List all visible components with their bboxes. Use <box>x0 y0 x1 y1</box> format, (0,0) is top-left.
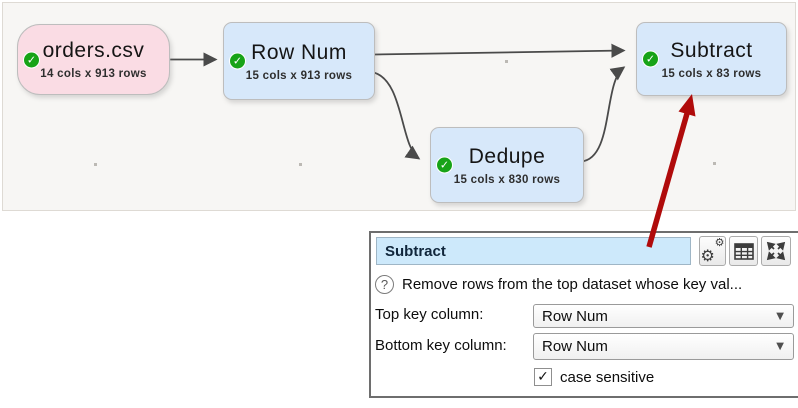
show-table-button[interactable] <box>729 236 758 266</box>
flow-edges <box>170 43 626 163</box>
transform-description: Remove rows from the top dataset whose k… <box>402 276 743 293</box>
case-sensitive-checkbox[interactable]: ✓ <box>534 368 552 386</box>
chevron-down-icon: ▼ <box>776 310 784 322</box>
case-sensitive-row: ✓ case sensitive <box>534 368 654 386</box>
selected-value: Row Num <box>542 307 608 325</box>
case-sensitive-label: case sensitive <box>560 368 655 386</box>
grid-dot <box>713 162 716 165</box>
top-key-column-label: Top key column: <box>375 306 484 323</box>
flow-canvas[interactable]: ✓ orders.csv 14 cols x 913 rows ✓ Row Nu… <box>2 2 796 211</box>
status-ok-icon: ✓ <box>23 51 40 68</box>
description-row: ? Remove rows from the top dataset whose… <box>375 275 742 294</box>
node-stats: 15 cols x 913 rows <box>245 69 353 82</box>
transform-name-input[interactable]: Subtract <box>376 237 691 265</box>
table-icon <box>733 242 754 260</box>
chevron-down-icon: ▼ <box>776 341 784 352</box>
node-subtract[interactable]: ✓ Subtract 15 cols x 83 rows <box>636 22 787 96</box>
settings-button[interactable]: ⚙ ⚙ <box>699 236 726 266</box>
status-ok-icon: ✓ <box>436 156 453 174</box>
node-title: Dedupe <box>468 144 546 168</box>
maximize-button[interactable] <box>761 236 791 266</box>
selected-value: Row Num <box>542 338 608 355</box>
node-dedupe[interactable]: ✓ Dedupe 15 cols x 830 rows <box>430 127 584 203</box>
node-orders-csv[interactable]: ✓ orders.csv 14 cols x 913 rows <box>17 24 170 95</box>
node-stats: 15 cols x 830 rows <box>453 173 561 186</box>
bottom-key-column-label: Bottom key column: <box>375 337 507 354</box>
help-icon[interactable]: ? <box>375 275 394 294</box>
node-stats: 14 cols x 913 rows <box>40 68 147 80</box>
transform-properties-panel: Subtract ⚙ ⚙ <box>369 231 798 398</box>
grid-dot <box>299 163 302 166</box>
bottom-key-column-select[interactable]: Row Num ▼ <box>533 333 794 360</box>
node-title: orders.csv <box>42 39 145 62</box>
node-stats: 15 cols x 83 rows <box>661 67 762 80</box>
node-title: Subtract <box>670 38 753 62</box>
status-ok-icon: ✓ <box>642 50 659 68</box>
status-ok-icon: ✓ <box>229 52 246 70</box>
node-title: Row Num <box>251 40 347 64</box>
node-row-num[interactable]: ✓ Row Num 15 cols x 913 rows <box>223 22 375 100</box>
grid-dot <box>94 163 97 166</box>
expand-icon <box>766 241 786 261</box>
top-key-column-select[interactable]: Row Num ▼ <box>533 304 794 328</box>
grid-dot <box>505 60 508 63</box>
gears-icon: ⚙ ⚙ <box>700 236 725 265</box>
